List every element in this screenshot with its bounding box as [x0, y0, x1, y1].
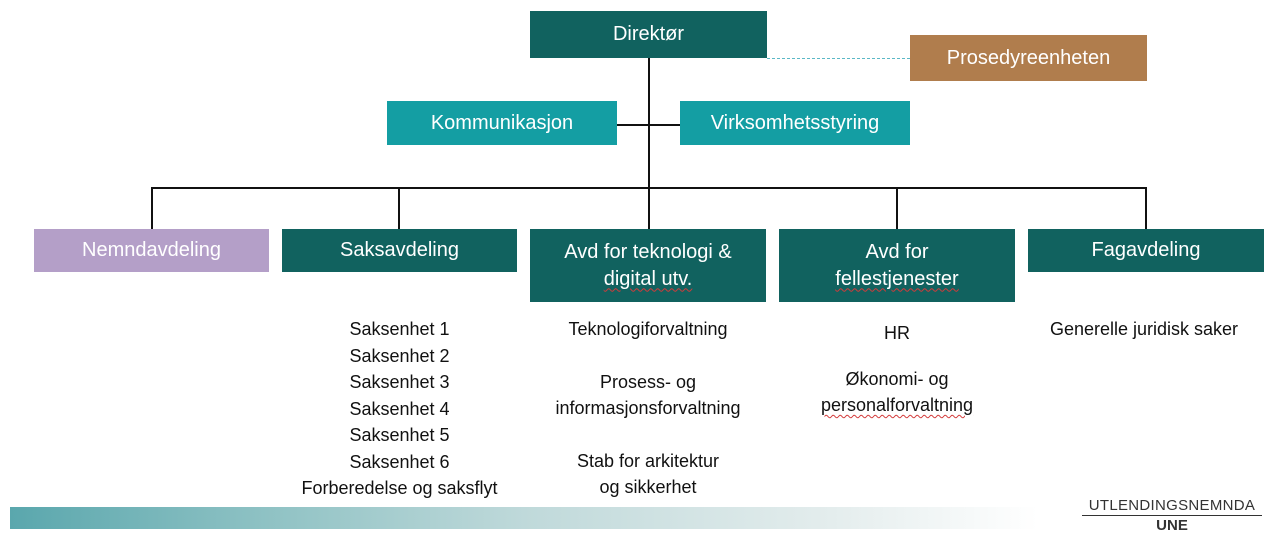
fellestjenester-units: HR Økonomi- og personalforvaltning: [769, 320, 1025, 419]
saksavdeling-units: Saksenhet 1 Saksenhet 2 Saksenhet 3 Saks…: [272, 316, 527, 502]
logo-name: UTLENDINGSNEMNDA: [1082, 497, 1262, 516]
unit-item: Saksenhet 1: [349, 319, 450, 339]
department-label-line1: Avd for teknologi &: [564, 240, 732, 263]
unit-item: personalforvaltning: [820, 395, 974, 415]
department-bus-line: [151, 187, 1147, 189]
department-nemndavdeling: Nemndavdeling: [34, 229, 269, 272]
governance-label: Virksomhetsstyring: [710, 111, 880, 134]
communication-label: Kommunikasjon: [430, 111, 574, 134]
drop-line-fagavdeling: [1145, 187, 1147, 229]
department-label: Fagavdeling: [1091, 239, 1201, 261]
teknologi-units: Teknologiforvaltning Prosess- og informa…: [520, 316, 776, 501]
department-label: Nemndavdeling: [82, 239, 221, 261]
drop-line-fellestjenester: [896, 187, 898, 229]
logo-abbr: UNE: [1156, 517, 1188, 534]
director-box: Direktør: [530, 11, 767, 58]
unit-item: Generelle juridisk saker: [1049, 319, 1239, 339]
department-fellestjenester: Avd for fellestjenester: [779, 229, 1015, 302]
department-fagavdeling: Fagavdeling: [1028, 229, 1264, 272]
unit-item: informasjonsforvaltning: [555, 398, 741, 418]
communication-box: Kommunikasjon: [387, 101, 617, 145]
unit-item: Saksenhet 4: [349, 398, 450, 419]
department-label-line2: fellestjenester: [835, 267, 959, 290]
department-label: Saksavdeling: [340, 239, 459, 261]
procedure-unit-box: Prosedyreenheten: [910, 35, 1147, 81]
unit-item: Saksenhet 3: [349, 372, 450, 392]
drop-line-nemndavdeling: [151, 187, 153, 229]
footer-gradient-bar: [10, 507, 1038, 529]
unit-item: Saksenhet 5: [349, 425, 450, 445]
unit-item: HR: [884, 323, 910, 343]
une-logo: UTLENDINGSNEMNDA UNE: [1082, 497, 1262, 536]
unit-item: Forberedelse og saksflyt: [301, 478, 498, 498]
unit-item: Økonomi- og: [845, 368, 949, 389]
department-teknologi: Avd for teknologi & digital utv.: [530, 229, 766, 302]
unit-item: og sikkerhet: [599, 477, 697, 497]
unit-item: Prosess- og: [599, 371, 697, 392]
fagavdeling-units: Generelle juridisk saker: [1020, 316, 1264, 343]
department-label-line2: digital utv.: [603, 267, 693, 290]
staff-connector-line: [617, 124, 680, 126]
department-label-line1: Avd for: [865, 240, 929, 263]
drop-line-saksavdeling: [398, 187, 400, 229]
director-label: Direktør: [612, 23, 685, 45]
unit-item: Teknologiforvaltning: [568, 319, 728, 339]
governance-box: Virksomhetsstyring: [680, 101, 910, 145]
director-stem-line: [648, 57, 650, 229]
department-saksavdeling: Saksavdeling: [282, 229, 517, 272]
unit-item: Saksenhet 6: [349, 451, 450, 472]
unit-item: Saksenhet 2: [349, 345, 450, 366]
unit-item: Stab for arkitektur: [576, 450, 720, 471]
procedure-unit-label: Prosedyreenheten: [946, 46, 1111, 69]
procedure-dashed-connector: [767, 58, 910, 59]
